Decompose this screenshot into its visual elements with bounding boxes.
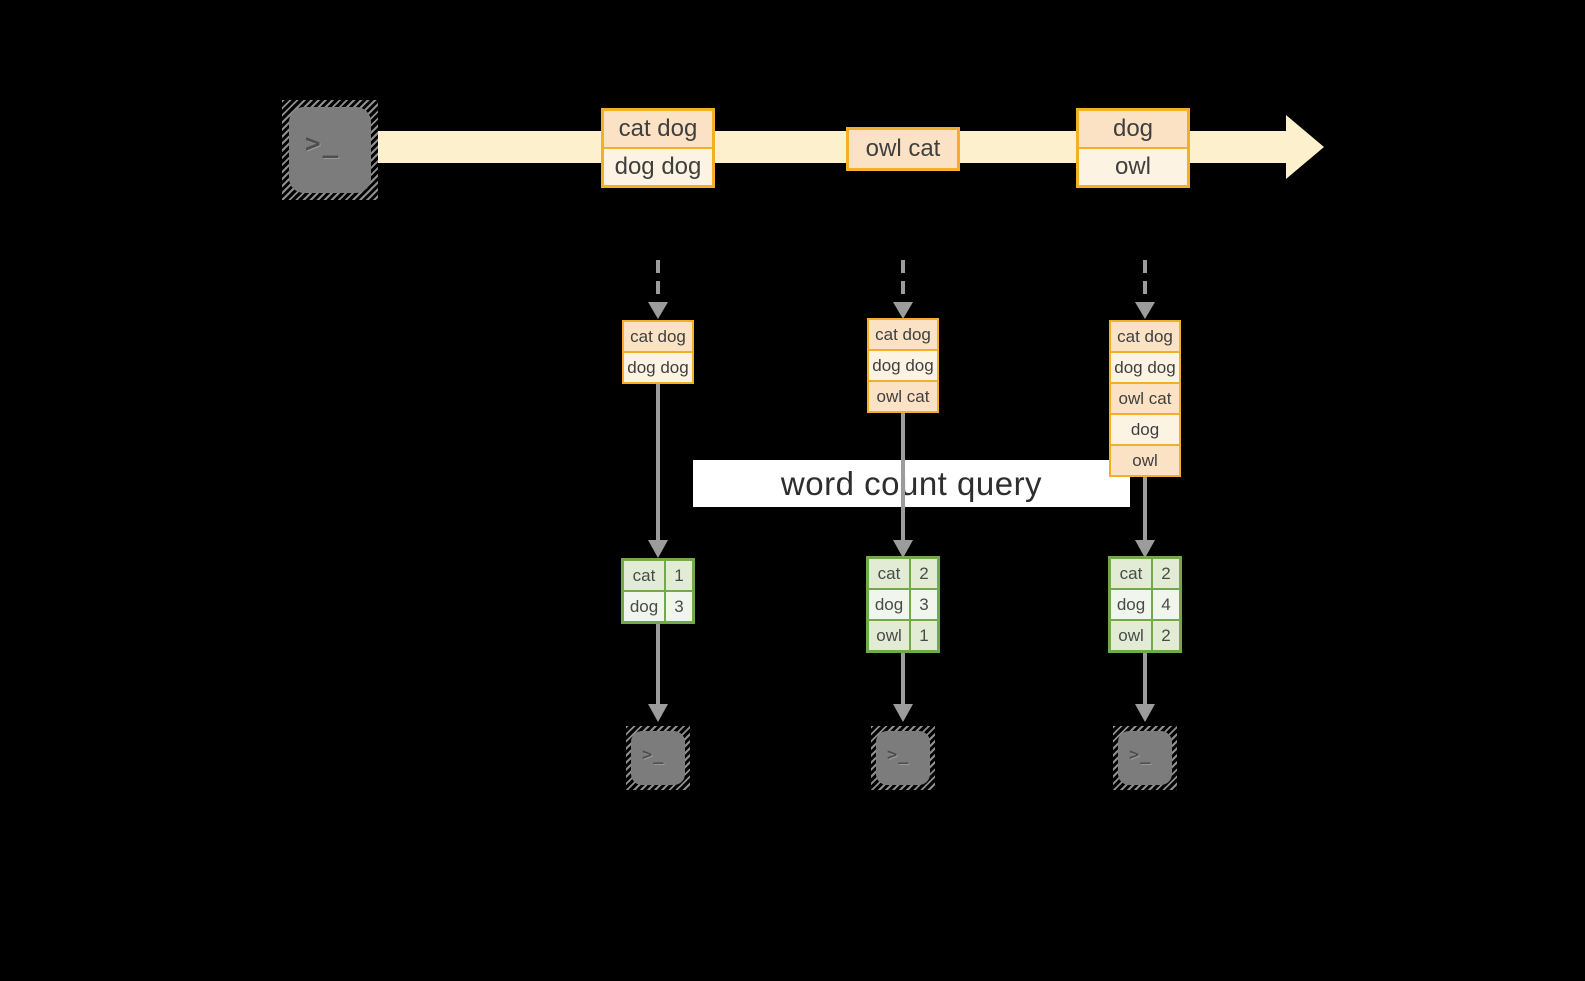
accumulated-item: dog [1111, 413, 1179, 444]
batch-to-state-arrow [648, 260, 668, 319]
stream-batch-box: cat dog dog dog [601, 108, 715, 188]
terminal-screen: >_ [1118, 731, 1172, 785]
prompt-glyph: >_ [887, 745, 910, 765]
stream-batch-box: owl cat [846, 127, 960, 171]
table-to-sink-arrow [648, 624, 668, 722]
word-cell: cat [624, 561, 664, 590]
terminal-screen: >_ [631, 731, 685, 785]
accumulated-state-box: cat dog dog dog owl cat [867, 318, 939, 413]
count-cell: 3 [664, 592, 692, 621]
terminal-screen: >_ [876, 731, 930, 785]
accumulated-item: dog dog [869, 349, 937, 380]
query-banner: word count query [693, 460, 1130, 507]
word-cell: owl [1111, 621, 1151, 650]
prompt-glyph: >_ [305, 129, 341, 159]
count-cell: 2 [1151, 621, 1179, 650]
accumulated-state-box: cat dog dog dog [622, 320, 694, 384]
terminal-icon: >_ [871, 726, 935, 790]
count-row: dog 4 [1111, 588, 1179, 619]
accumulated-item: cat dog [869, 320, 937, 349]
count-row: dog 3 [869, 588, 937, 619]
prompt-glyph: >_ [1129, 745, 1152, 765]
batch-item: owl [1079, 147, 1187, 185]
word-cell: owl [869, 621, 909, 650]
count-row: dog 3 [624, 590, 692, 621]
word-cell: dog [869, 590, 909, 619]
count-cell: 4 [1151, 590, 1179, 619]
state-to-table-arrow [1135, 477, 1155, 558]
query-banner-label: word count query [780, 464, 1043, 502]
accumulated-state-box: cat dog dog dog owl cat dog owl [1109, 320, 1181, 477]
table-to-sink-arrow [1135, 653, 1155, 722]
stream-arrowhead [1286, 115, 1324, 179]
batch-item: dog [1079, 111, 1187, 147]
count-table: cat 2 dog 4 owl 2 [1108, 556, 1182, 653]
word-cell: dog [624, 592, 664, 621]
count-row: owl 2 [1111, 619, 1179, 650]
terminal-icon: >_ [1113, 726, 1177, 790]
table-to-sink-arrow [893, 653, 913, 722]
word-cell: dog [1111, 590, 1151, 619]
accumulated-item: owl cat [1111, 382, 1179, 413]
batch-item: dog dog [604, 147, 712, 185]
count-table: cat 2 dog 3 owl 1 [866, 556, 940, 653]
count-row: owl 1 [869, 619, 937, 650]
count-row: cat 2 [1111, 559, 1179, 588]
stream-batch-box: dog owl [1076, 108, 1190, 188]
accumulated-item: owl cat [869, 380, 937, 411]
accumulated-item: owl [1111, 444, 1179, 475]
terminal-icon: >_ [282, 100, 378, 200]
count-cell: 1 [909, 621, 937, 650]
batch-item: cat dog [604, 111, 712, 147]
accumulated-item: cat dog [624, 322, 692, 351]
accumulated-item: dog dog [1111, 351, 1179, 382]
prompt-glyph: >_ [642, 745, 665, 765]
accumulated-item: dog dog [624, 351, 692, 382]
state-to-table-arrow [648, 384, 668, 558]
count-cell: 2 [909, 559, 937, 588]
batch-item: owl cat [849, 130, 957, 168]
count-row: cat 2 [869, 559, 937, 588]
word-cell: cat [869, 559, 909, 588]
terminal-icon: >_ [626, 726, 690, 790]
state-to-table-arrow [893, 413, 913, 558]
count-cell: 2 [1151, 559, 1179, 588]
count-row: cat 1 [624, 561, 692, 590]
batch-to-state-arrow [1135, 260, 1155, 319]
count-cell: 1 [664, 561, 692, 590]
word-cell: cat [1111, 559, 1151, 588]
terminal-screen: >_ [289, 107, 371, 193]
count-cell: 3 [909, 590, 937, 619]
count-table: cat 1 dog 3 [621, 558, 695, 624]
accumulated-item: cat dog [1111, 322, 1179, 351]
batch-to-state-arrow [893, 260, 913, 319]
